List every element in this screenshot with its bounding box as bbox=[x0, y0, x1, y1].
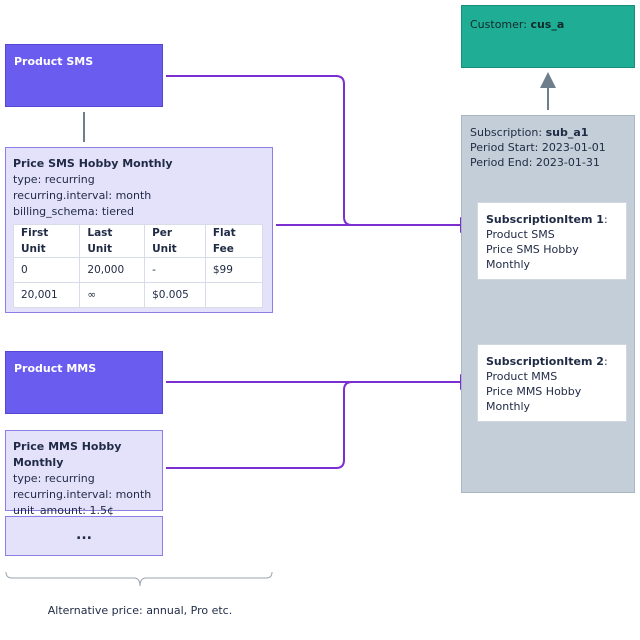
price-sms-billing-schema: billing_schema: tiered bbox=[13, 205, 135, 218]
tier-cell: 20,000 bbox=[79, 257, 146, 283]
product-mms-node[interactable]: Product MMS bbox=[5, 351, 163, 414]
table-row: 0 20,000 - $99 bbox=[12, 257, 264, 283]
tier-table-header: First Unit Last Unit Per Unit Flat Fee bbox=[12, 224, 264, 258]
more-prices-label: ... bbox=[76, 527, 92, 543]
subscription-label: Subscription: bbox=[470, 126, 546, 139]
subscription-id: sub_a1 bbox=[545, 126, 589, 139]
price-mms-unit-amount: unit_amount: 1.5¢ bbox=[13, 504, 114, 517]
tier-header-per-unit: Per Unit bbox=[144, 224, 206, 258]
tier-cell: 20,001 bbox=[12, 282, 81, 308]
customer-id: cus_a bbox=[530, 18, 565, 31]
alternative-price-caption: Alternative price: annual, Pro etc. bbox=[47, 604, 233, 617]
subscription-period-start: Period Start: 2023-01-01 bbox=[470, 141, 606, 154]
price-sms-type: type: recurring bbox=[13, 173, 95, 186]
alternative-brace bbox=[5, 571, 273, 587]
product-sms-node[interactable]: Product SMS bbox=[5, 44, 163, 107]
subscription-period-end: Period End: 2023-01-31 bbox=[470, 156, 600, 169]
tier-cell: $0.005 bbox=[144, 282, 206, 308]
subscription-item-2-price: Price MMS Hobby Monthly bbox=[486, 385, 582, 413]
subscription-item-2-title: SubscriptionItem 2 bbox=[486, 355, 604, 368]
tier-header-last-unit: Last Unit bbox=[79, 224, 146, 258]
tier-cell: 0 bbox=[12, 257, 81, 283]
customer-node[interactable]: Customer: cus_a bbox=[461, 5, 635, 68]
price-sms-interval: recurring.interval: month bbox=[13, 189, 152, 202]
subscription-node[interactable]: Subscription: sub_a1 Period Start: 2023-… bbox=[461, 115, 635, 493]
product-sms-title: Product SMS bbox=[14, 55, 94, 68]
subscription-item-2-product: Product MMS bbox=[486, 370, 558, 383]
tier-header-first-unit: First Unit bbox=[12, 224, 81, 258]
tier-table: First Unit Last Unit Per Unit Flat Fee 0… bbox=[12, 224, 264, 308]
subscription-item-1-title: SubscriptionItem 1 bbox=[486, 213, 604, 226]
subscription-item-1[interactable]: SubscriptionItem 1: Product SMS Price SM… bbox=[477, 202, 627, 280]
tier-cell: $99 bbox=[204, 257, 264, 283]
product-mms-title: Product MMS bbox=[14, 362, 97, 375]
tier-cell: - bbox=[144, 257, 206, 283]
price-mms-node[interactable]: Price MMS Hobby Monthly type: recurring … bbox=[5, 430, 163, 517]
tier-cell bbox=[204, 282, 264, 308]
price-mms-type: type: recurring bbox=[13, 472, 95, 485]
price-mms-interval: recurring.interval: month bbox=[13, 488, 152, 501]
tier-header-flat-fee: Flat Fee bbox=[204, 224, 264, 258]
table-row: 20,001 ∞ $0.005 bbox=[12, 282, 264, 308]
tier-cell: ∞ bbox=[79, 282, 146, 308]
price-sms-node[interactable]: Price SMS Hobby Monthly type: recurring … bbox=[5, 147, 273, 313]
subscription-item-2[interactable]: SubscriptionItem 2: Product MMS Price MM… bbox=[477, 344, 627, 422]
price-sms-title: Price SMS Hobby Monthly bbox=[13, 157, 173, 170]
connector-price-mms-to-item2 bbox=[166, 381, 474, 469]
subscription-item-1-price: Price SMS Hobby Monthly bbox=[486, 243, 579, 271]
price-mms-title: Price MMS Hobby Monthly bbox=[13, 440, 122, 469]
subscription-item-1-product: Product SMS bbox=[486, 228, 555, 241]
customer-label: Customer: bbox=[470, 18, 531, 31]
more-prices-node[interactable]: ... bbox=[5, 516, 163, 556]
